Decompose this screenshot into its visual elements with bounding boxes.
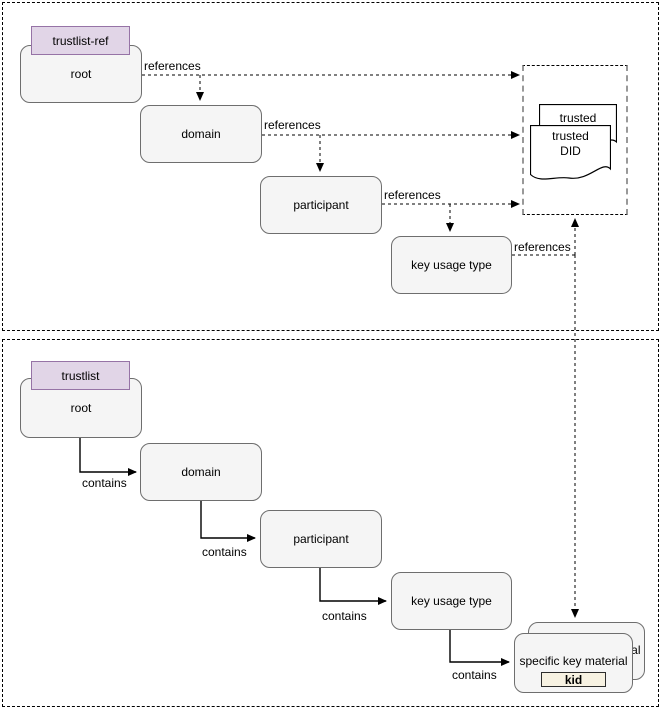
edge-label-contains-4: contains: [452, 668, 497, 682]
tag-trustlist-label: trustlist: [61, 368, 100, 383]
node-key-usage-type-ref-label: key usage type: [411, 258, 492, 272]
node-key-usage-type-ref: key usage type: [391, 236, 512, 294]
node-participant-ref: participant: [260, 176, 382, 234]
node-key-usage-type: key usage type: [391, 572, 512, 630]
node-specific-key-material: specific key material kid: [514, 633, 633, 693]
node-domain-label: domain: [181, 465, 221, 479]
document-icon: [530, 125, 611, 180]
trusted-document-back-label: trusted: [559, 111, 597, 125]
tag-trustlist-ref: trustlist-ref: [31, 26, 130, 55]
trusted-did-container: [522, 65, 628, 215]
tag-trustlist-ref-label: trustlist-ref: [52, 33, 109, 48]
edge-label-references-2: references: [264, 118, 321, 132]
trustlist-ref-section-frame: [2, 2, 659, 331]
node-participant-ref-label: participant: [293, 198, 349, 212]
tag-trustlist: trustlist: [31, 361, 130, 390]
trustlist-section-frame: [2, 339, 659, 707]
node-participant: participant: [260, 510, 382, 568]
node-root-ref-label: root: [70, 67, 92, 81]
edge-label-references-1: references: [144, 59, 201, 73]
node-specific-key-material-label: specific key material: [519, 654, 628, 668]
node-key-usage-type-label: key usage type: [411, 594, 492, 608]
node-participant-label: participant: [293, 532, 349, 546]
edge-label-contains-2: contains: [202, 545, 247, 559]
node-domain: domain: [140, 443, 262, 501]
trusted-did-document: trusted DID: [530, 125, 611, 183]
trusted-did-document-label-line1: trusted: [552, 129, 589, 143]
edge-label-contains-3: contains: [322, 609, 367, 623]
kid-badge: kid: [541, 672, 606, 687]
node-domain-ref: domain: [140, 105, 262, 163]
edge-label-references-3: references: [384, 188, 441, 202]
node-domain-ref-label: domain: [181, 127, 221, 141]
node-root-label: root: [70, 401, 92, 415]
edge-label-contains-1: contains: [82, 476, 127, 490]
edge-label-references-4: references: [514, 240, 571, 254]
trusted-did-document-label-line2: DID: [560, 144, 581, 158]
